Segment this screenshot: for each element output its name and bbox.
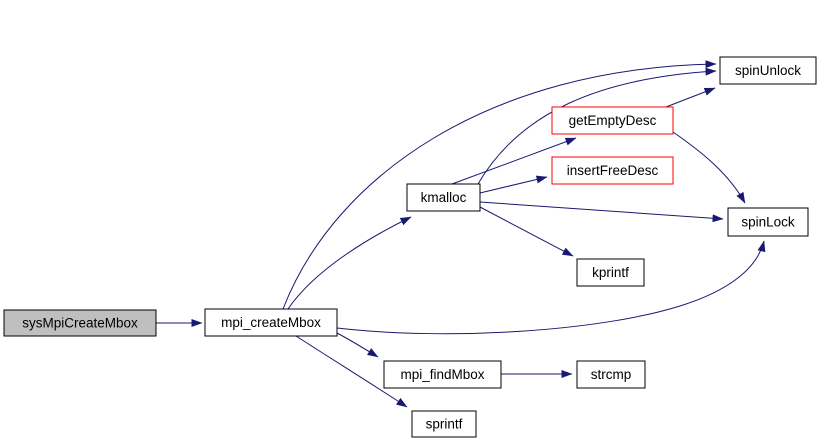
node-box	[576, 258, 645, 287]
node-box	[719, 56, 817, 85]
node-insertFreeDesc[interactable]: insertFreeDesc	[551, 156, 674, 185]
node-label: sysMpiCreateMbox	[22, 316, 138, 331]
node-label: mpi_createMbox	[221, 315, 321, 330]
edge-mpi_createMbox-to-sprintf	[295, 335, 408, 408]
node-sysMpiCreateMbox[interactable]: sysMpiCreateMbox	[3, 309, 157, 337]
node-box	[204, 308, 338, 337]
node-label: insertFreeDesc	[567, 163, 659, 178]
node-label: sprintf	[426, 417, 463, 432]
edges-layer	[156, 60, 766, 408]
node-kprintf[interactable]: kprintf	[576, 258, 645, 287]
node-label: mpi_findMbox	[400, 367, 484, 382]
node-strcmp[interactable]: strcmp	[576, 360, 646, 389]
node-box	[727, 207, 809, 237]
node-mpi_findMbox[interactable]: mpi_findMbox	[383, 360, 502, 389]
node-label: strcmp	[591, 367, 632, 382]
node-box	[551, 156, 674, 185]
node-label: spinLock	[741, 215, 795, 230]
node-box	[3, 309, 157, 337]
node-mpi_createMbox[interactable]: mpi_createMbox	[204, 308, 338, 337]
node-label: spinUnlock	[735, 63, 801, 78]
node-sprintf[interactable]: sprintf	[411, 410, 477, 438]
nodes-layer: sysMpiCreateMbox mpi_createMbox kmalloc get…	[3, 56, 817, 438]
edge-kmalloc-to-getEmptyDesc	[451, 137, 577, 185]
node-spinLock[interactable]: spinLock	[727, 207, 809, 237]
edge-kmalloc-to-spinLock	[479, 201, 724, 223]
edge-kmalloc-to-insertFreeDesc	[479, 175, 548, 194]
node-kmalloc[interactable]: kmalloc	[406, 183, 481, 212]
node-box	[383, 360, 502, 389]
edge-kmalloc-to-spinUnlock	[477, 67, 717, 185]
node-box	[576, 360, 646, 389]
edge-getEmptyDesc-to-spinLock	[672, 131, 746, 204]
edge-kmalloc-to-kprintf	[479, 206, 574, 257]
node-box	[406, 183, 481, 212]
edge-mpi_createMbox-to-spinUnlock	[282, 60, 717, 310]
node-box	[551, 106, 674, 135]
node-getEmptyDesc[interactable]: getEmptyDesc	[551, 106, 674, 135]
edge-mpi_createMbox-to-kmalloc	[287, 216, 412, 310]
node-label: getEmptyDesc	[569, 113, 657, 128]
node-label: kprintf	[592, 265, 629, 280]
node-box	[411, 410, 477, 438]
edge-mpi_createMbox-to-spinLock	[336, 240, 766, 335]
node-spinUnlock[interactable]: spinUnlock	[719, 56, 817, 85]
edge-mpi_createMbox-to-mpi_findMbox	[336, 332, 379, 358]
node-label: kmalloc	[421, 190, 467, 205]
edge-getEmptyDesc-to-spinUnlock	[665, 87, 716, 108]
